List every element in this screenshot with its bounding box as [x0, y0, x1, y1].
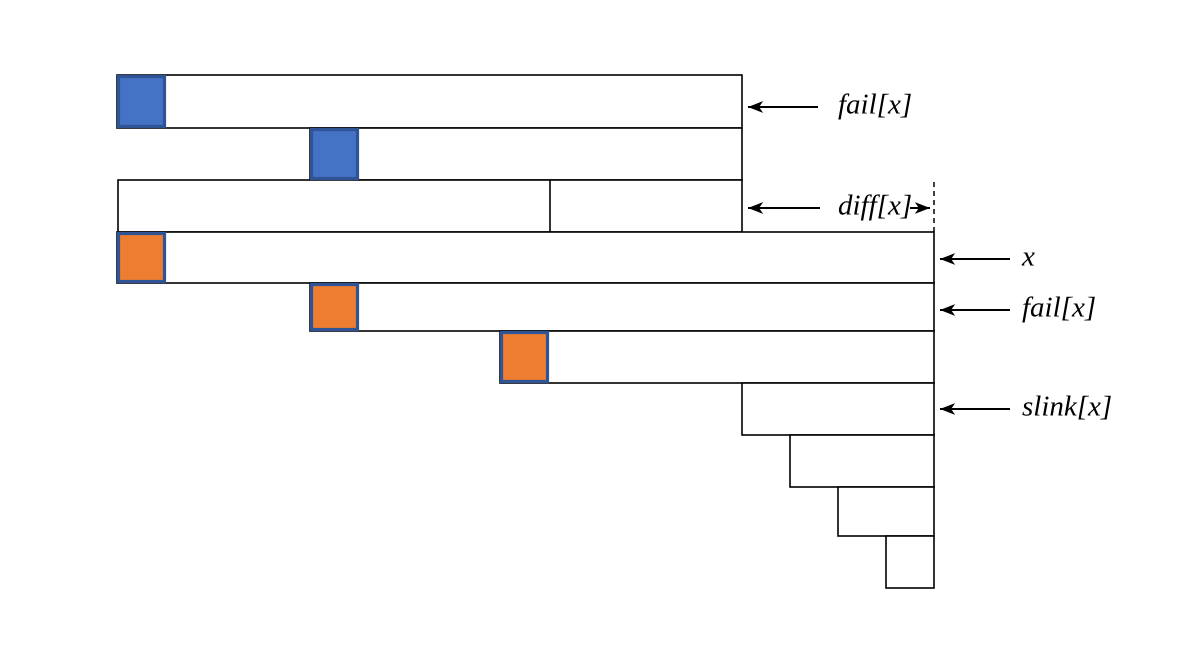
staircase-group — [741, 382, 935, 589]
orange-marker-2 — [309, 282, 360, 332]
blue-marker-2 — [309, 127, 360, 181]
mid-fail-label: fail[x] — [1022, 292, 1096, 324]
step-bar-4 — [885, 535, 935, 589]
step-bar-3 — [837, 486, 935, 537]
blue-marker-1 — [116, 74, 167, 129]
annotation-diff: diff[x] — [748, 190, 930, 222]
upper-bar-3 — [117, 179, 743, 233]
step-bar-slink — [741, 382, 935, 436]
upper-bar-group — [116, 74, 743, 233]
step-bar-2 — [789, 434, 935, 488]
x-label: x — [1021, 241, 1035, 273]
lower-bar-fail — [309, 282, 935, 332]
orange-marker-3 — [499, 330, 550, 384]
slink-label: slink[x] — [1022, 391, 1112, 423]
lower-bar-group — [116, 231, 935, 384]
lower-bar-3 — [499, 330, 935, 384]
upper-bar-2 — [309, 127, 743, 181]
upper-bar-1 — [116, 74, 743, 129]
top-fail-label: fail[x] — [838, 89, 912, 121]
diff-label: diff[x] — [838, 190, 912, 222]
lower-bar-x — [116, 231, 935, 284]
orange-marker-1 — [116, 231, 167, 284]
annotation-x: x — [940, 241, 1035, 273]
marker-group — [116, 74, 550, 384]
annotation-slink: slink[x] — [940, 391, 1112, 423]
annotation-mid-fail: fail[x] — [940, 292, 1096, 324]
annotation-top-fail: fail[x] — [748, 89, 912, 121]
